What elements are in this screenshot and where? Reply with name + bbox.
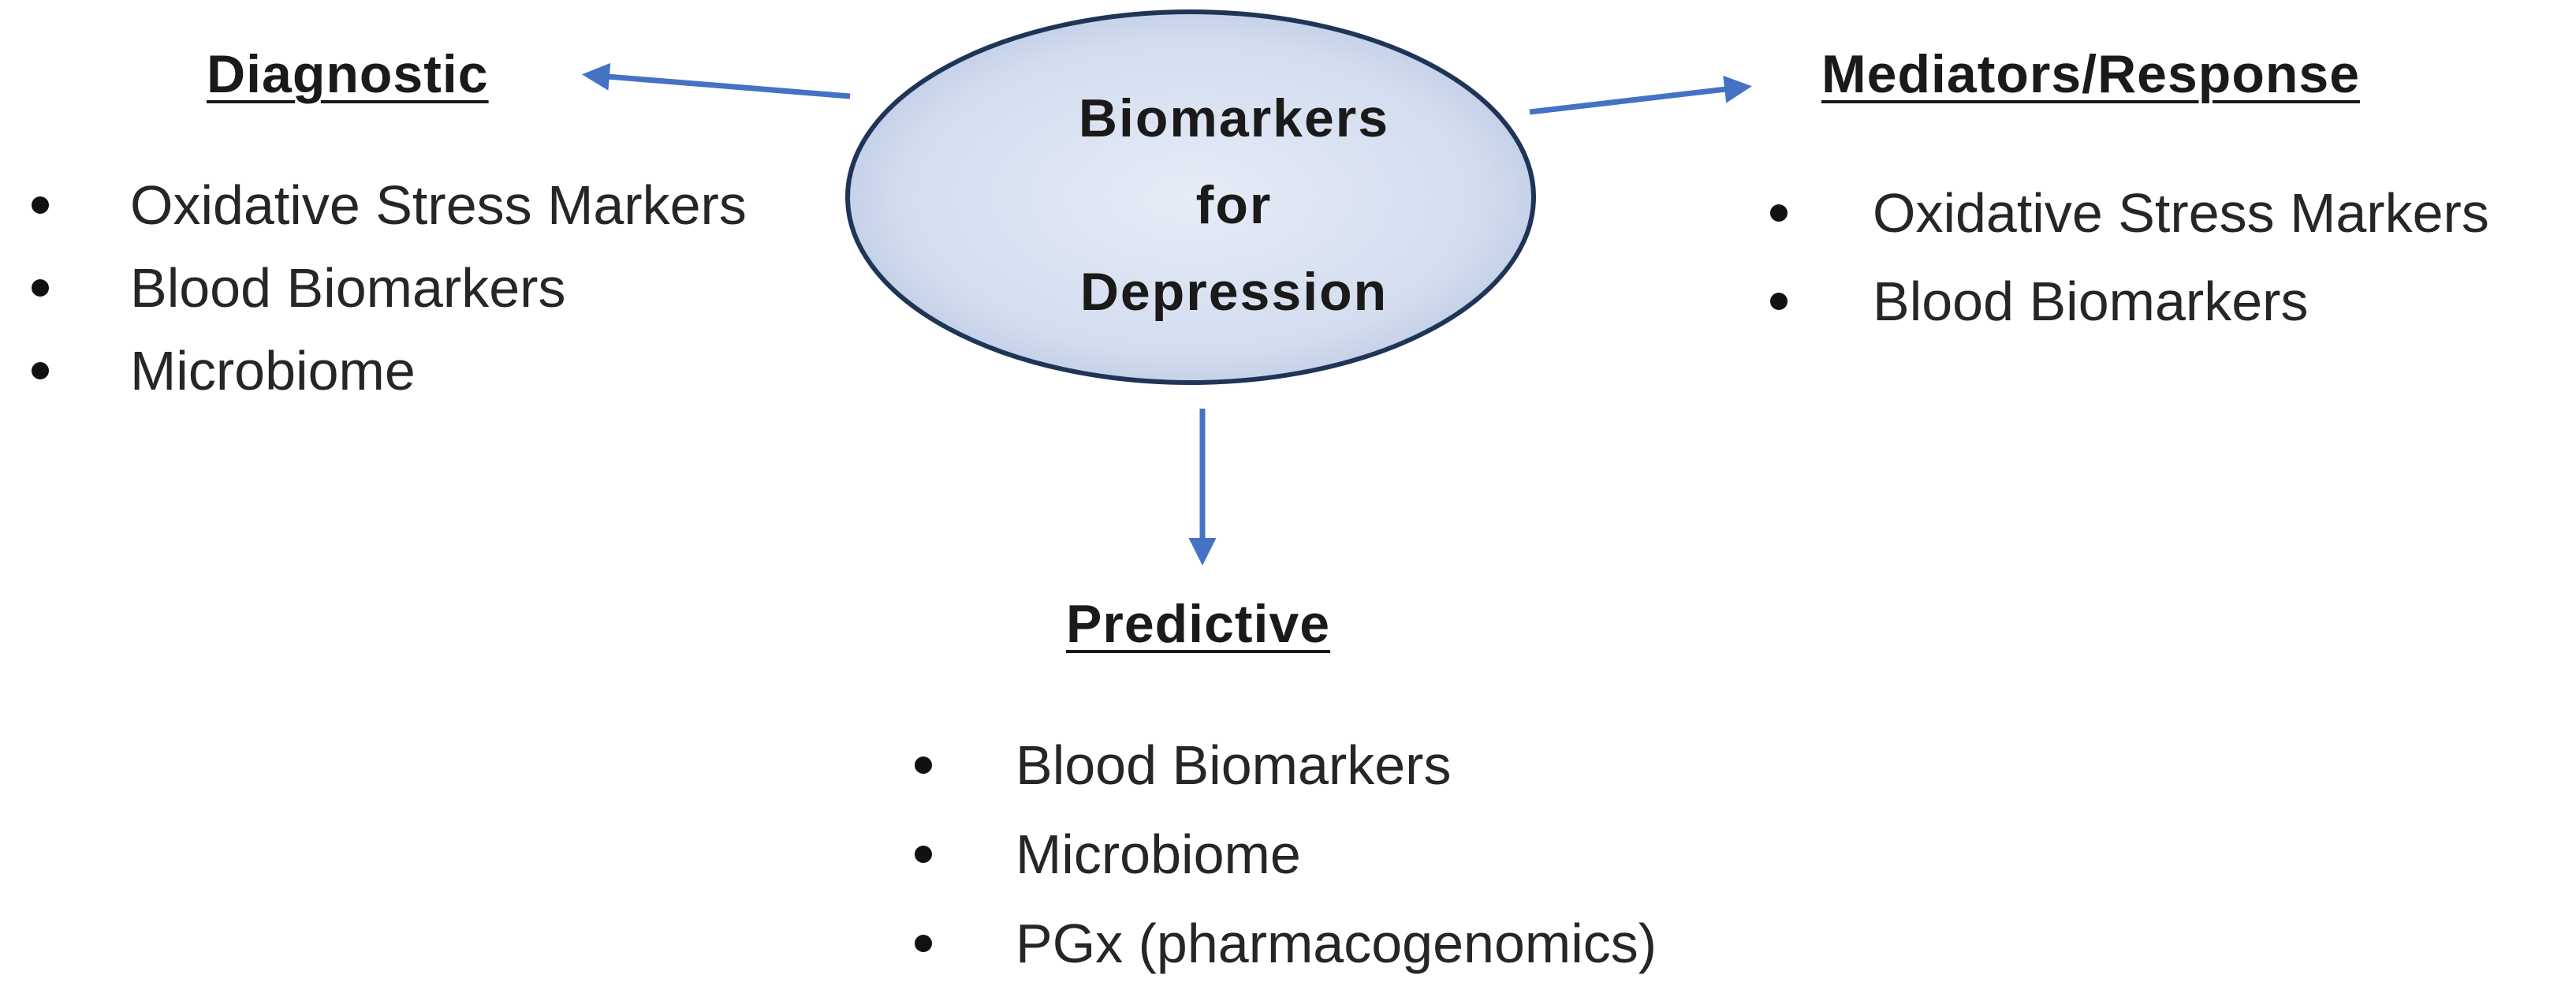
- list-mediators-response: Oxidative Stress Markers Blood Biomarker…: [1762, 181, 2489, 358]
- list-item-label: Microbiome: [1016, 824, 1301, 885]
- list-item: Oxidative Stress Markers: [24, 174, 747, 256]
- bullet-icon: [1770, 293, 1788, 310]
- center-label-line-1: Biomarkers: [1078, 88, 1390, 148]
- list-item: PGx (pharmacogenomics): [907, 912, 1657, 1001]
- list-predictive: Blood Biomarkers Microbiome PGx (pharmac…: [907, 734, 1657, 1001]
- center-label-line-3: Depression: [1079, 262, 1389, 322]
- list-item-label: Blood Biomarkers: [1873, 271, 2309, 332]
- bullet-icon: [915, 935, 932, 952]
- list-item: Microbiome: [24, 339, 747, 422]
- list-item-label: Blood Biomarkers: [130, 257, 566, 319]
- bullet-icon: [32, 196, 49, 214]
- bullet-icon: [32, 362, 49, 379]
- heading-predictive: Predictive: [1066, 594, 1331, 654]
- list-item: Microbiome: [907, 823, 1657, 912]
- bullet-icon: [915, 756, 932, 774]
- heading-diagnostic: Diagnostic: [207, 44, 489, 104]
- list-item: Blood Biomarkers: [24, 256, 747, 339]
- center-label: Biomarkers for Depression: [852, 75, 1616, 335]
- list-diagnostic: Oxidative Stress Markers Blood Biomarker…: [24, 174, 747, 422]
- center-ellipse: [845, 9, 1536, 385]
- heading-mediators-response: Mediators/Response: [1821, 44, 2361, 104]
- list-item: Blood Biomarkers: [907, 734, 1657, 823]
- list-item: Oxidative Stress Markers: [1762, 181, 2489, 270]
- bullet-icon: [32, 279, 49, 297]
- bullet-icon: [1770, 204, 1788, 222]
- list-item: Blood Biomarkers: [1762, 270, 2489, 358]
- arrow-to-diagnostic: [582, 62, 851, 99]
- list-item-label: Oxidative Stress Markers: [1873, 182, 2489, 244]
- list-item-label: PGx (pharmacogenomics): [1016, 913, 1657, 974]
- bullet-icon: [915, 846, 932, 863]
- center-label-line-2: for: [1195, 175, 1273, 235]
- list-item-label: Blood Biomarkers: [1016, 734, 1452, 796]
- list-item-label: Microbiome: [130, 340, 416, 402]
- arrow-to-mediators: [1529, 75, 1752, 115]
- list-item-label: Oxidative Stress Markers: [130, 174, 747, 236]
